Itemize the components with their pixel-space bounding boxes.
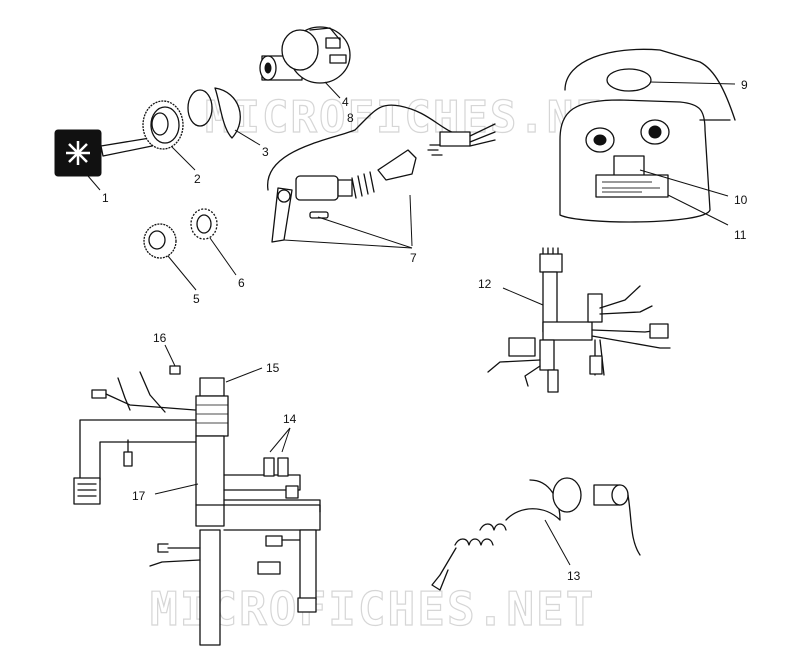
callout-7: 7	[410, 251, 417, 265]
main-harness-part	[73, 365, 321, 646]
key-part	[54, 129, 153, 177]
bezel-nut-part	[142, 100, 184, 150]
watermark-bottom: MICROFICHES.NET	[150, 582, 595, 636]
callout-6: 6	[238, 276, 245, 290]
callout-17: 17	[132, 489, 146, 503]
callout-8: 8	[347, 111, 354, 125]
callout-1: 1	[102, 191, 109, 205]
callout-labels: 1 2 3 4 5 6 7 8 9 10 11 12 13 14 15 16 1…	[102, 78, 748, 583]
tether-lanyard-part	[431, 477, 641, 591]
leader-lines	[87, 81, 736, 566]
callout-13: 13	[567, 569, 581, 583]
callout-16: 16	[153, 331, 167, 345]
callout-12: 12	[478, 277, 492, 291]
callout-3: 3	[262, 145, 269, 159]
callout-10: 10	[734, 193, 748, 207]
callout-14: 14	[283, 412, 297, 426]
callout-15: 15	[266, 361, 280, 375]
lock-washer-part	[190, 208, 218, 240]
callout-5: 5	[193, 292, 200, 306]
callout-11: 11	[734, 228, 747, 242]
lever-switch-assembly	[267, 104, 496, 243]
callout-9: 9	[741, 78, 748, 92]
nut-part	[143, 223, 177, 259]
ignition-switch-part	[259, 26, 351, 84]
gasket-part	[187, 87, 241, 139]
callout-2: 2	[194, 172, 201, 186]
dash-panel-part	[559, 48, 736, 223]
harness-12-part	[487, 247, 671, 393]
callout-4: 4	[342, 95, 349, 109]
